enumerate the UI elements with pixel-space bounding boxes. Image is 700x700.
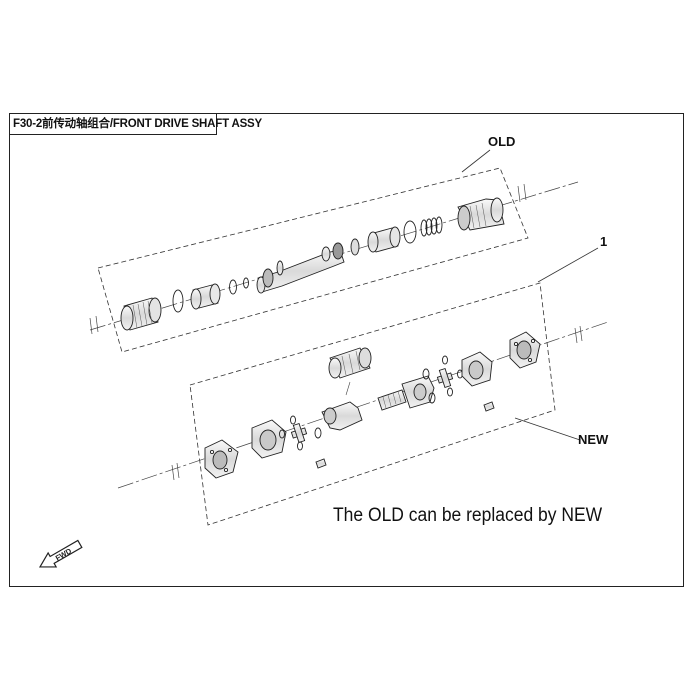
new-right-flange: [509, 331, 541, 369]
new-splined-shaft: [377, 375, 435, 411]
replacement-note: The OLD can be replaced by NEW: [333, 505, 603, 526]
new-assembly-outline: [189, 282, 556, 526]
new-left-cross: [290, 422, 308, 444]
new-boot: [328, 347, 372, 379]
assembly-number-callout: 1: [600, 234, 608, 249]
new-shaft-parts: [204, 331, 541, 479]
old-spring: [420, 216, 443, 237]
new-right-yoke-flange: [461, 351, 493, 387]
old-right-cup: [457, 197, 505, 231]
assembly-1-leader-line: [537, 247, 599, 283]
new-bolts: [315, 401, 495, 469]
old-assembly-outline: [97, 167, 529, 353]
fwd-arrow-icon: FWD: [38, 539, 83, 568]
old-callout-label: OLD: [488, 134, 516, 149]
old-shaft-parts: [120, 197, 505, 331]
old-left-cup: [120, 297, 162, 331]
new-slip-yoke: [321, 401, 363, 431]
drawing-frame: [9, 113, 684, 587]
new-callout-label: NEW: [578, 432, 609, 447]
old-leader-line: [461, 149, 491, 173]
diagram-title: F30-2前传动轴组合/FRONT DRIVE SHAFT ASSY: [9, 113, 262, 135]
new-leader-line: [514, 417, 581, 441]
new-right-cross: [436, 367, 454, 389]
new-left-flange: [204, 439, 239, 479]
old-shaft-tube: [256, 242, 345, 294]
new-left-yoke-flange: [251, 419, 287, 459]
